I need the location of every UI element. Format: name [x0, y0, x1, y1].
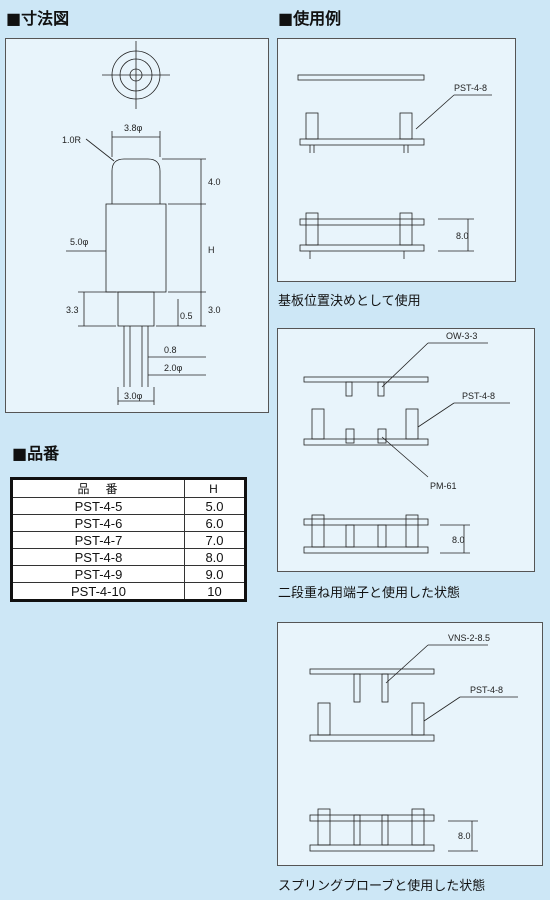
usage-caption-2: 二段重ね用端子と使用した状態	[278, 586, 461, 601]
dimension-drawing-panel: 1.0R 3.8φ 4.0 5.0φ H 3.3 3.0 0.5 0.8 2.0…	[5, 38, 269, 413]
h-cell: 8.0	[183, 548, 247, 566]
right-length-label: 3.0	[208, 305, 221, 315]
pst-label: PST-4-8	[454, 83, 487, 93]
usage-diagram-2: OW-3-3 PST-4-8 PM-61 8.0	[303, 331, 510, 554]
part-cell: PST-4-8	[11, 548, 185, 566]
pst-label: PST-4-8	[470, 685, 503, 695]
pin-inner-label: 0.5	[180, 311, 193, 321]
dim-label: 8.0	[452, 535, 465, 545]
dim-label: 8.0	[458, 831, 471, 841]
dimension-section-title: ■寸法図	[6, 9, 70, 28]
part-cell: PST-4-6	[11, 514, 185, 532]
header-h: H	[183, 478, 247, 498]
h-cell: 10	[183, 582, 247, 601]
part-cell: PST-4-9	[11, 565, 185, 583]
usage-diagram-3: VNS-2-8.5 PST-4-8 8.0	[309, 633, 518, 852]
header-part: 品 番	[11, 478, 185, 498]
h-cell: 5.0	[183, 497, 247, 515]
head-length-label: 4.0	[208, 177, 221, 187]
height-label: H	[208, 245, 215, 255]
part-cell: PST-4-10	[11, 582, 185, 601]
table-header-row: 品 番 H	[11, 478, 247, 498]
h-cell: 7.0	[183, 531, 247, 549]
h-cell: 6.0	[183, 514, 247, 532]
base-dia-label: 3.0φ	[124, 391, 143, 401]
top-dia-label: 3.8φ	[124, 123, 143, 133]
body-dia-label: 5.0φ	[70, 237, 89, 247]
ow-label: OW-3-3	[446, 331, 477, 341]
left-length-label: 3.3	[66, 305, 79, 315]
pm-label: PM-61	[430, 481, 457, 491]
pin-width-label: 0.8	[164, 345, 177, 355]
dim-label: 8.0	[456, 231, 469, 241]
usage-section-title: ■使用例	[278, 9, 342, 28]
part-cell: PST-4-5	[11, 497, 185, 515]
vns-label: VNS-2-8.5	[448, 633, 490, 643]
parts-section-title: ■品番	[12, 444, 60, 463]
usage-panel-3: VNS-2-8.5 PST-4-8 8.0	[277, 622, 543, 866]
part-cell: PST-4-7	[11, 531, 185, 549]
usage-diagram-1: PST-4-8 8.0	[297, 74, 492, 259]
pin-dia-label: 2.0φ	[164, 363, 183, 373]
usage-panel-1: PST-4-8 8.0	[277, 38, 516, 282]
dimension-drawing: 1.0R 3.8φ 4.0 5.0φ H 3.3 3.0 0.5 0.8 2.0…	[62, 41, 221, 405]
usage-caption-3: スプリングプローブと使用した状態	[278, 879, 486, 894]
usage-panel-2: OW-3-3 PST-4-8 PM-61 8.0	[277, 328, 535, 572]
usage-caption-1: 基板位置決めとして使用	[278, 294, 421, 309]
h-cell: 9.0	[183, 565, 247, 583]
pst-label: PST-4-8	[462, 391, 495, 401]
radius-label: 1.0R	[62, 135, 82, 145]
